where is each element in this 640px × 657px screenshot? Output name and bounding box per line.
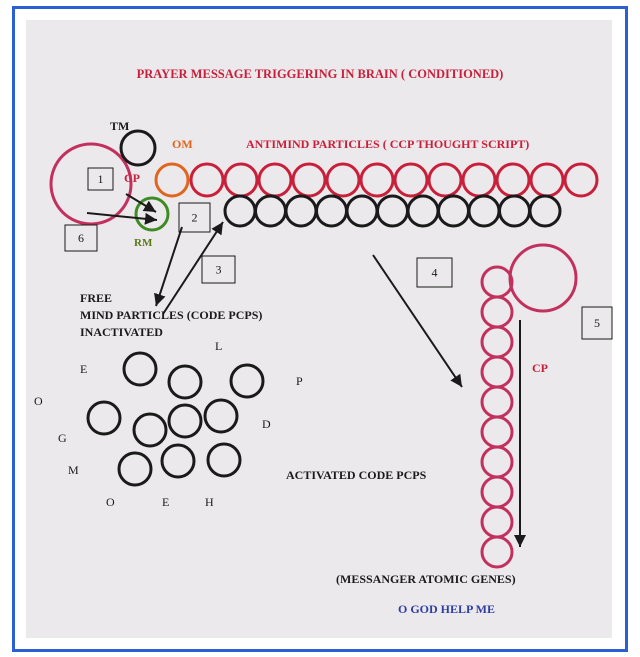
- prayer-label: O GOD HELP ME: [398, 602, 495, 616]
- letter-D: D: [262, 417, 271, 431]
- messenger-label: (MESSANGER ATOMIC GENES): [336, 572, 516, 586]
- arrow-6-to-rm: [86, 212, 158, 225]
- step-box-outline: [201, 255, 236, 284]
- tm-circle: [119, 129, 157, 167]
- free-mind-particle: [167, 364, 203, 400]
- antimind-particle: [359, 162, 395, 198]
- free-mind-particle: [206, 442, 242, 478]
- cp-large-circle: [49, 142, 133, 226]
- step-box-number: 4: [432, 266, 438, 280]
- step-box-outline: [178, 202, 211, 233]
- cp-left-label: CP: [124, 171, 140, 185]
- free-mind-particle: [229, 363, 265, 399]
- activated-label: ACTIVATED CODE PCPS: [286, 468, 427, 482]
- antimind-label: ANTIMIND PARTICLES ( CCP THOUGHT SCRIPT): [246, 137, 529, 151]
- step-box-number: 5: [594, 316, 600, 330]
- free-label-line3: INACTIVATED: [80, 325, 163, 339]
- free-mind-particle: [167, 403, 203, 439]
- antimind-particle: [325, 162, 361, 198]
- antimind-particle: [427, 162, 463, 198]
- arrow-cp-to-rm: [125, 193, 157, 213]
- free-mind-particle: [203, 398, 239, 434]
- arrow-to-activated-chain: [372, 254, 463, 388]
- step-box-3: 3: [201, 255, 236, 284]
- cp-large-circle-right: [508, 243, 578, 313]
- step-box-outline: [64, 224, 98, 252]
- antimind-particle: [291, 162, 327, 198]
- step-box-number: 2: [192, 211, 198, 225]
- letter-E-2: E: [162, 495, 169, 509]
- letter-O-2: O: [106, 495, 115, 509]
- activated-particle: [480, 535, 514, 569]
- rm-circle: [134, 196, 170, 232]
- code-particle: [528, 194, 562, 228]
- letter-P: P: [296, 374, 303, 388]
- arrow-to-free-particles: [154, 226, 183, 307]
- letter-M: M: [68, 463, 79, 477]
- circles-layer: [49, 129, 599, 569]
- free-mind-particle: [132, 412, 168, 448]
- arrow-to-code-row: [162, 221, 224, 315]
- step-box-2: 2: [178, 202, 211, 233]
- free-label-line2: MIND PARTICLES (CODE PCPS): [80, 308, 262, 322]
- letter-L: L: [215, 339, 222, 353]
- step-box-outline: [87, 167, 114, 191]
- step-box-number: 6: [78, 231, 84, 245]
- step-box-1: 1: [87, 167, 114, 191]
- diagram-title: PRAYER MESSAGE TRIGGERING IN BRAIN ( CON…: [137, 67, 504, 81]
- letter-H: H: [205, 495, 214, 509]
- rm-label: RM: [134, 237, 153, 249]
- free-mind-particle: [117, 451, 153, 487]
- step-box-number: 3: [216, 263, 222, 277]
- free-mind-particle: [122, 351, 158, 387]
- antimind-particle: [189, 162, 225, 198]
- step-boxes-layer: 1 2 3 4 5 6: [64, 167, 613, 340]
- free-mind-particle: [160, 443, 196, 479]
- cp-right-label: CP: [532, 361, 548, 375]
- arrows-layer: [86, 193, 526, 547]
- step-box-5: 5: [581, 306, 613, 340]
- antimind-particle: [563, 162, 599, 198]
- free-mind-particle: [86, 400, 122, 436]
- step-box-outline: [416, 257, 453, 288]
- om-circle: [154, 162, 190, 198]
- letter-O: O: [34, 394, 43, 408]
- letter-G: G: [58, 431, 67, 445]
- step-box-number: 1: [98, 172, 104, 186]
- step-box-6: 6: [64, 224, 98, 252]
- step-box-4: 4: [416, 257, 453, 288]
- step-box-outline: [581, 306, 613, 340]
- free-label-line1: FREE: [80, 291, 112, 305]
- om-label: OM: [172, 137, 193, 151]
- tm-label: TM: [110, 119, 129, 133]
- letter-E: E: [80, 362, 87, 376]
- antimind-particle: [393, 162, 429, 198]
